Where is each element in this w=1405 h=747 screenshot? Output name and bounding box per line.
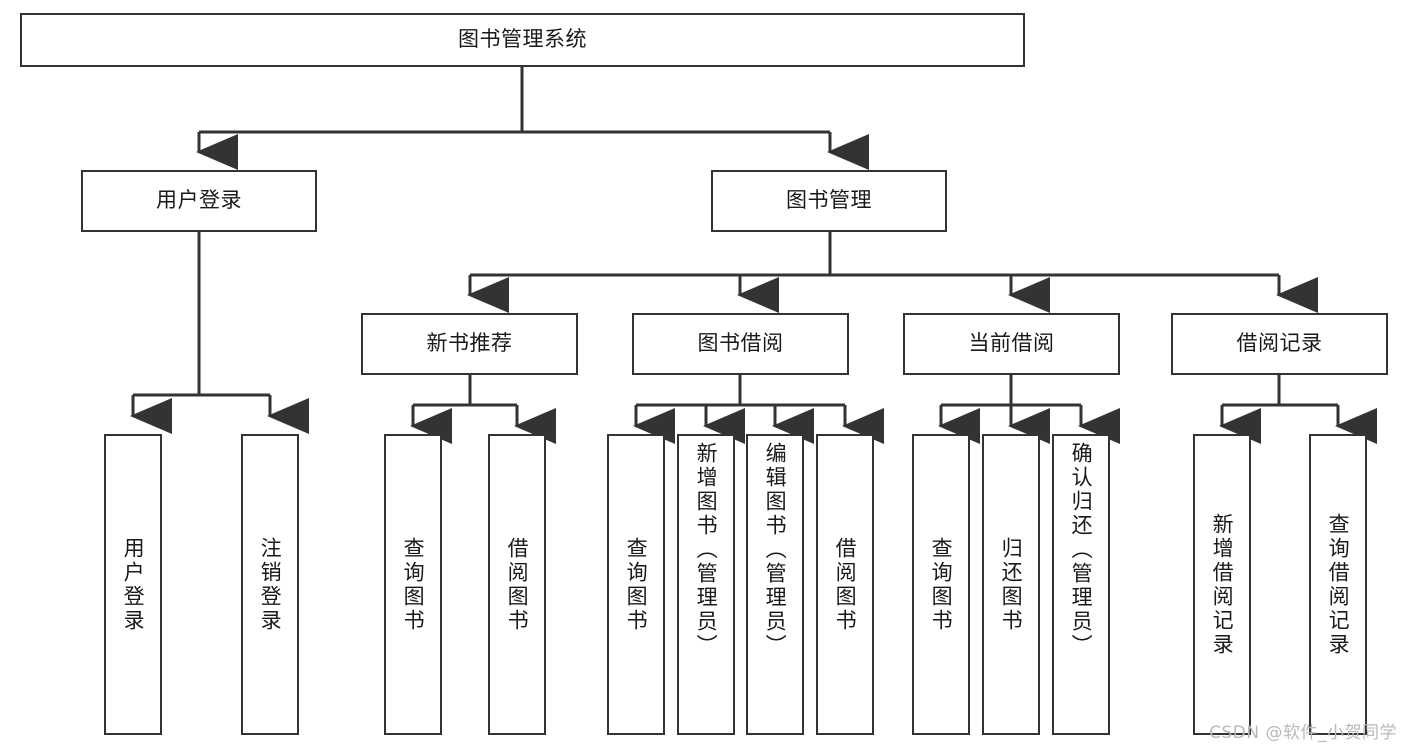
node-book-borrow-label: 图书借阅 (697, 331, 784, 356)
node-new-book-recommend-label: 新书推荐 (426, 331, 513, 356)
node-leaf-borrow-book-1-label: 借阅图书 (505, 536, 530, 633)
node-leaf-logout-label: 注销登录 (258, 536, 283, 633)
node-root-label: 图书管理系统 (458, 27, 587, 52)
node-leaf-borrow-book-1[interactable]: 借阅图书 (488, 434, 546, 735)
node-leaf-add-borrow-record-label: 新增借阅记录 (1210, 512, 1235, 657)
node-leaf-borrow-book-2[interactable]: 借阅图书 (816, 434, 874, 735)
node-leaf-query-book-1[interactable]: 查询图书 (384, 434, 442, 735)
node-leaf-add-borrow-record[interactable]: 新增借阅记录 (1193, 434, 1251, 735)
node-borrow-record[interactable]: 借阅记录 (1171, 313, 1388, 375)
node-leaf-return-book-label: 归还图书 (999, 536, 1024, 633)
node-leaf-query-book-3[interactable]: 查询图书 (912, 434, 970, 735)
node-leaf-query-book-2[interactable]: 查询图书 (607, 434, 665, 735)
node-leaf-edit-book[interactable]: 编辑图书（管理员） (746, 434, 804, 735)
node-leaf-borrow-book-2-label: 借阅图书 (833, 536, 858, 633)
watermark-text: CSDN @软件_小贺同学 (1209, 723, 1397, 743)
node-leaf-query-borrow-record-label: 查询借阅记录 (1326, 512, 1351, 657)
node-leaf-user-login[interactable]: 用户登录 (104, 434, 162, 735)
node-leaf-query-book-1-label: 查询图书 (401, 536, 426, 633)
node-book-borrow[interactable]: 图书借阅 (632, 313, 849, 375)
node-leaf-user-login-label: 用户登录 (121, 536, 146, 633)
node-book-management[interactable]: 图书管理 (711, 170, 947, 232)
node-leaf-add-book-label: 新增图书（管理员） (694, 442, 719, 658)
node-borrow-record-label: 借阅记录 (1236, 331, 1323, 356)
node-leaf-edit-book-label: 编辑图书（管理员） (763, 442, 788, 658)
node-leaf-confirm-return-label: 确认归还（管理员） (1069, 442, 1094, 658)
node-leaf-query-borrow-record[interactable]: 查询借阅记录 (1309, 434, 1367, 735)
node-leaf-confirm-return[interactable]: 确认归还（管理员） (1052, 434, 1110, 735)
node-leaf-query-book-3-label: 查询图书 (929, 536, 954, 633)
node-user-login[interactable]: 用户登录 (81, 170, 317, 232)
node-leaf-return-book[interactable]: 归还图书 (982, 434, 1040, 735)
node-leaf-query-book-2-label: 查询图书 (624, 536, 649, 633)
node-current-borrow-label: 当前借阅 (968, 331, 1055, 356)
node-user-login-label: 用户登录 (156, 188, 242, 213)
node-current-borrow[interactable]: 当前借阅 (903, 313, 1120, 375)
node-leaf-add-book[interactable]: 新增图书（管理员） (677, 434, 735, 735)
node-new-book-recommend[interactable]: 新书推荐 (361, 313, 578, 375)
node-leaf-logout[interactable]: 注销登录 (241, 434, 299, 735)
node-book-management-label: 图书管理 (786, 188, 872, 213)
node-root[interactable]: 图书管理系统 (20, 13, 1025, 67)
